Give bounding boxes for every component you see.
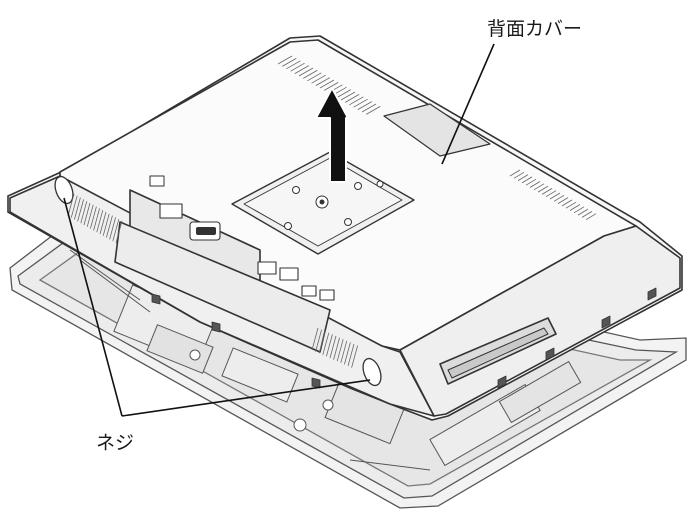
vent-grilles — [67, 55, 597, 368]
back-cover-leader-line — [441, 43, 495, 165]
screw-leader-line-left — [63, 197, 123, 417]
internal-components — [69, 249, 582, 471]
screws-label: ネジ — [96, 432, 135, 454]
back-cover — [7, 35, 683, 421]
back-cover-label: 背面カバー — [487, 18, 583, 40]
lift-arrow — [315, 87, 349, 183]
screw-leader-line-right — [121, 379, 371, 417]
